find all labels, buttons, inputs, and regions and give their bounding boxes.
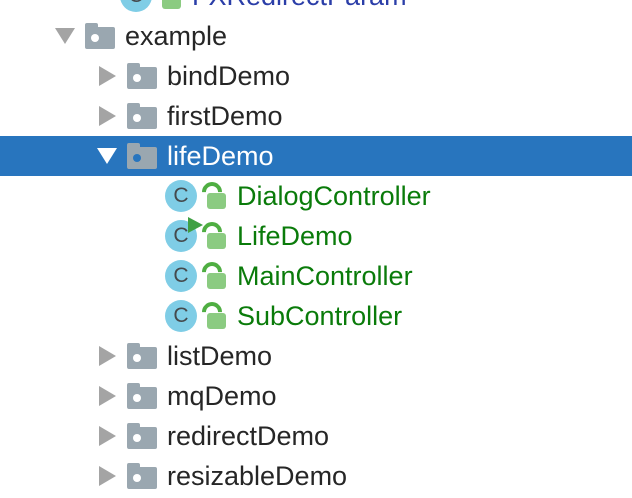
tree-row-firstdemo[interactable]: firstDemo bbox=[0, 96, 632, 136]
chevron-triangle bbox=[97, 148, 117, 164]
tree-row-label: DialogController bbox=[237, 180, 431, 211]
chevron-right-icon[interactable] bbox=[95, 64, 119, 88]
folder-icon bbox=[127, 103, 157, 129]
folder-dot bbox=[133, 154, 141, 162]
tree-row-label: resizableDemo bbox=[167, 460, 348, 491]
class-icon: C bbox=[165, 180, 197, 212]
class-icon: C bbox=[165, 260, 197, 292]
chevron-triangle bbox=[98, 466, 116, 486]
open-lock-icon bbox=[197, 217, 227, 250]
folder-icon bbox=[127, 343, 157, 369]
folder-icon bbox=[127, 143, 157, 169]
lock-body bbox=[162, 0, 181, 9]
lock-body bbox=[207, 313, 226, 329]
chevron-triangle bbox=[98, 386, 116, 406]
lock-body bbox=[207, 193, 226, 209]
class-icon: C bbox=[165, 300, 197, 332]
tree-row-fxredirectparam[interactable]: C FXRedirectParam bbox=[0, 0, 632, 16]
tree-row-dialogcontroller[interactable]: C DialogController bbox=[0, 176, 632, 216]
open-lock-icon bbox=[197, 297, 227, 330]
lock-body bbox=[207, 233, 226, 249]
folder-icon bbox=[127, 423, 157, 449]
chevron-triangle bbox=[98, 66, 116, 86]
folder-body bbox=[127, 387, 157, 409]
chevron-triangle bbox=[98, 426, 116, 446]
tree-row-example[interactable]: example bbox=[0, 16, 632, 56]
folder-icon bbox=[127, 463, 157, 489]
chevron-right-icon[interactable] bbox=[95, 344, 119, 368]
lock-body bbox=[207, 273, 226, 289]
folder-icon bbox=[127, 63, 157, 89]
folder-body bbox=[127, 347, 157, 369]
tree-row-mqdemo[interactable]: mqDemo bbox=[0, 376, 632, 416]
folder-body bbox=[127, 427, 157, 449]
open-lock-icon bbox=[152, 0, 182, 10]
chevron-down-icon[interactable] bbox=[95, 144, 119, 168]
tree-row-label: bindDemo bbox=[167, 60, 291, 91]
folder-body bbox=[85, 27, 115, 49]
folder-dot bbox=[133, 354, 141, 362]
chevron-triangle bbox=[98, 346, 116, 366]
chevron-triangle bbox=[98, 106, 116, 126]
class-icon: C bbox=[120, 0, 152, 12]
folder-dot bbox=[133, 434, 141, 442]
open-lock-icon bbox=[197, 177, 227, 210]
tree-row-label: lifeDemo bbox=[167, 140, 274, 171]
tree-row-redirectdemo[interactable]: redirectDemo bbox=[0, 416, 632, 456]
tree-row-label: FXRedirectParam bbox=[192, 0, 407, 12]
folder-body bbox=[127, 147, 157, 169]
folder-icon bbox=[85, 23, 115, 49]
tree-row-label: LifeDemo bbox=[237, 220, 353, 251]
tree-row-maincontroller[interactable]: C MainController bbox=[0, 256, 632, 296]
chevron-down-icon[interactable] bbox=[53, 24, 77, 48]
tree-row-label: SubController bbox=[237, 300, 403, 331]
folder-body bbox=[127, 107, 157, 129]
tree-row-label: mqDemo bbox=[167, 380, 277, 411]
tree-row-label: firstDemo bbox=[167, 100, 283, 131]
chevron-right-icon[interactable] bbox=[95, 104, 119, 128]
tree-row-label: example bbox=[125, 20, 228, 51]
chevron-right-icon[interactable] bbox=[95, 384, 119, 408]
folder-dot bbox=[133, 74, 141, 82]
folder-dot bbox=[91, 34, 99, 42]
folder-dot bbox=[133, 394, 141, 402]
tree-row-label: MainController bbox=[237, 260, 413, 291]
tree-row-lifedemo-class[interactable]: C LifeDemo bbox=[0, 216, 632, 256]
chevron-triangle bbox=[55, 28, 75, 44]
folder-body bbox=[127, 467, 157, 489]
tree-row-label: listDemo bbox=[167, 340, 273, 371]
tree-row-subcontroller[interactable]: C SubController bbox=[0, 296, 632, 336]
chevron-right-icon[interactable] bbox=[95, 424, 119, 448]
tree-row-lifedemo[interactable]: lifeDemo bbox=[0, 136, 632, 176]
chevron-right-icon[interactable] bbox=[95, 464, 119, 488]
tree-row-resizabledemo[interactable]: resizableDemo bbox=[0, 456, 632, 496]
open-lock-icon bbox=[197, 257, 227, 290]
folder-body bbox=[127, 67, 157, 89]
tree-row-binddemo[interactable]: bindDemo bbox=[0, 56, 632, 96]
folder-icon bbox=[127, 383, 157, 409]
folder-dot bbox=[133, 474, 141, 482]
class-icon: C bbox=[165, 217, 203, 252]
folder-dot bbox=[133, 114, 141, 122]
tree-row-label: redirectDemo bbox=[167, 420, 330, 451]
tree-row-listdemo[interactable]: listDemo bbox=[0, 336, 632, 376]
